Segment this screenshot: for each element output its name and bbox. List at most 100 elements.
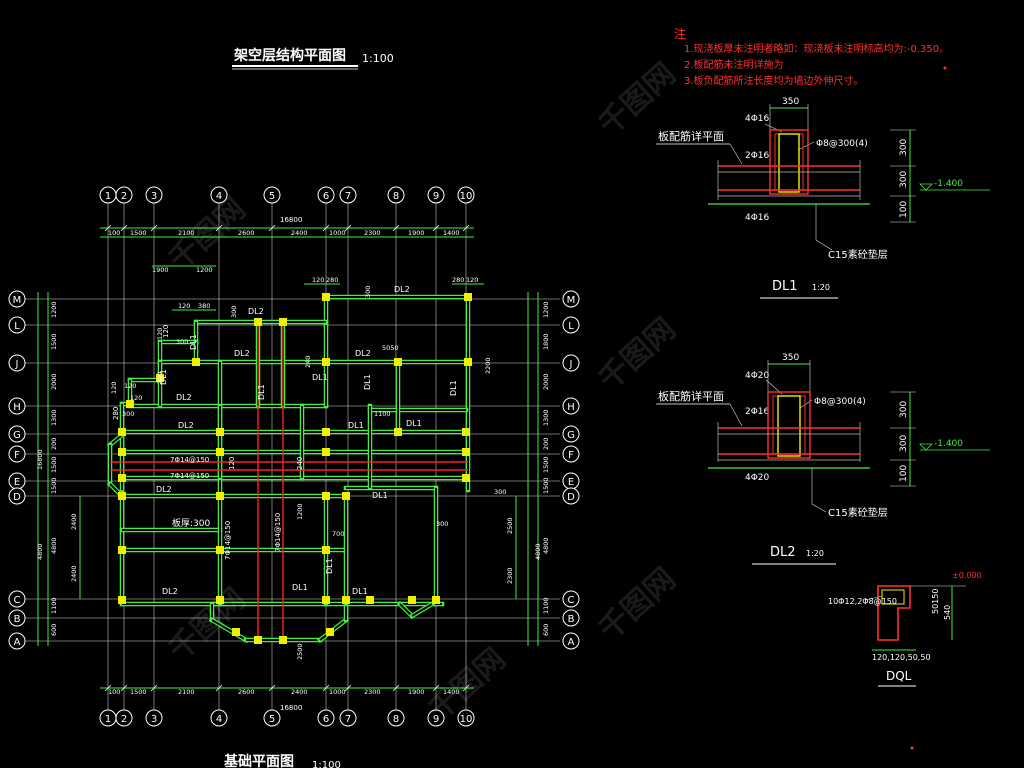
dim-text-right: 2000 (542, 373, 550, 390)
axis-label-row-L: L (568, 321, 574, 332)
column (322, 546, 330, 554)
axis-bubble-row-A (8, 632, 26, 650)
axis-bubble-col-8 (387, 186, 405, 204)
axis-label-col-9: 9 (433, 191, 439, 202)
plan-title: 架空层结构平面图 (233, 47, 346, 64)
dl2-cushion-leader2 (811, 503, 827, 513)
beam-label: DL1 (372, 491, 388, 500)
dl2-plate-label: 板配筋详平面 (658, 389, 724, 403)
axis-bubble-row-B (8, 609, 26, 627)
dim-text-right: 1300 (542, 409, 550, 426)
axis-bubble-row-M (8, 290, 26, 308)
axis-bubble-col-2 (115, 709, 133, 727)
dim-text-total-bottom: 16800 (280, 704, 302, 712)
dim-annotation: 280 (452, 276, 464, 284)
rebar-label: 120 (162, 325, 170, 338)
dim-annotation: 380 (198, 302, 210, 310)
dim-annotation: 300 (494, 488, 506, 496)
axis-bubble-col-2 (115, 186, 133, 204)
note-2: 2.板配筋未注明详施为 (684, 58, 784, 71)
dl1-beam-body (769, 129, 809, 195)
dim-tick (215, 684, 223, 692)
axis-bubble-row-J (8, 354, 26, 372)
dim-text-left: 1500 (50, 333, 58, 350)
column (279, 636, 287, 644)
axis-bubble-row-G (562, 425, 580, 443)
dql-inner (881, 589, 905, 605)
axis-bubble-row-D (8, 487, 26, 505)
column (432, 596, 440, 604)
axis-bubble-row-G (8, 425, 26, 443)
dim-annotation: 1900 (152, 266, 169, 274)
notes-heading: 注 (674, 26, 686, 41)
dl1-elev: -1.400 (934, 179, 963, 189)
dim-annotation: 300 (436, 520, 448, 528)
dim-annotation: 300 (122, 410, 134, 418)
dim-annotation: 120 (312, 276, 324, 284)
column (464, 358, 472, 366)
axis-label-row-L: L (14, 321, 20, 332)
axis-label-row-F: F (568, 450, 574, 461)
red-dot-2 (910, 746, 914, 750)
axis-bubble-col-3 (145, 186, 163, 204)
axis-bubble-col-4 (210, 709, 228, 727)
axis-bubble-col-4 (210, 186, 228, 204)
rebar-label: 120 (228, 457, 236, 470)
column (322, 358, 330, 366)
axis-label-col-2: 2 (121, 714, 127, 725)
dim-text-top: 1000 (329, 229, 346, 237)
dim-tick (150, 684, 158, 692)
plan-scale: 1:100 (362, 52, 394, 65)
axis-bubble-row-B (562, 609, 580, 627)
column (216, 448, 224, 456)
column (254, 636, 262, 644)
dim-tick (104, 224, 112, 232)
column (156, 374, 164, 382)
beam-label: DL1 (257, 384, 266, 400)
dim-tick (344, 684, 352, 692)
dim-text-top: 2100 (178, 229, 195, 237)
dl2-rdim-1: 300 (899, 401, 909, 418)
axis-bubble-col-9 (427, 709, 445, 727)
dim-text-top: 2400 (291, 229, 308, 237)
axis-label-col-1: 1 (105, 191, 111, 202)
dim-text-right: 1500 (542, 456, 550, 473)
dl2-scale: 1:20 (806, 549, 824, 558)
plan-labels: 1001001500150021002100260026002400240010… (36, 216, 550, 712)
dl2-name: DL2 (770, 545, 796, 560)
dl2-elev-mark (919, 443, 933, 451)
column (118, 546, 126, 554)
beam-label: DL1 (406, 419, 422, 428)
axis-bubble-row-M (562, 290, 580, 308)
axis-bubble-col-5 (263, 709, 281, 727)
column (118, 448, 126, 456)
column (462, 428, 470, 436)
axis-bubble-row-C (8, 590, 26, 608)
dim-text-top: 1500 (130, 229, 147, 237)
dim-annotation: 120 (466, 276, 478, 284)
dim-annotation: 300 (156, 372, 164, 384)
axis-bubble-col-10 (457, 186, 475, 204)
beam-label: DL2 (394, 285, 410, 294)
dimension-lines (37, 224, 539, 692)
dql-elev: ±0.000 (952, 571, 982, 580)
column (462, 474, 470, 482)
dim-tick (344, 224, 352, 232)
column (322, 492, 330, 500)
wall-beam-core (399, 603, 413, 617)
dim-tick (392, 224, 400, 232)
note-1: 1.现浇板厚未注明者略如：现浇板未注明标高均为:-0.350。 (684, 42, 949, 55)
axis-label-row-G: G (567, 430, 575, 441)
axis-bubble-col-6 (317, 186, 335, 204)
beam-label: DL1 (325, 558, 334, 574)
axis-label-row-M: M (567, 295, 576, 306)
axis-bubble-row-D (562, 487, 580, 505)
dim-annotation: 120 (110, 382, 118, 394)
dim-text-left: 1500 (50, 477, 58, 494)
bottom-title: 基础平面图 (224, 753, 294, 768)
dim-text-top: 1900 (408, 229, 425, 237)
dl2-cushion-label: C15素砼垫层 (828, 506, 888, 519)
column (322, 596, 330, 604)
